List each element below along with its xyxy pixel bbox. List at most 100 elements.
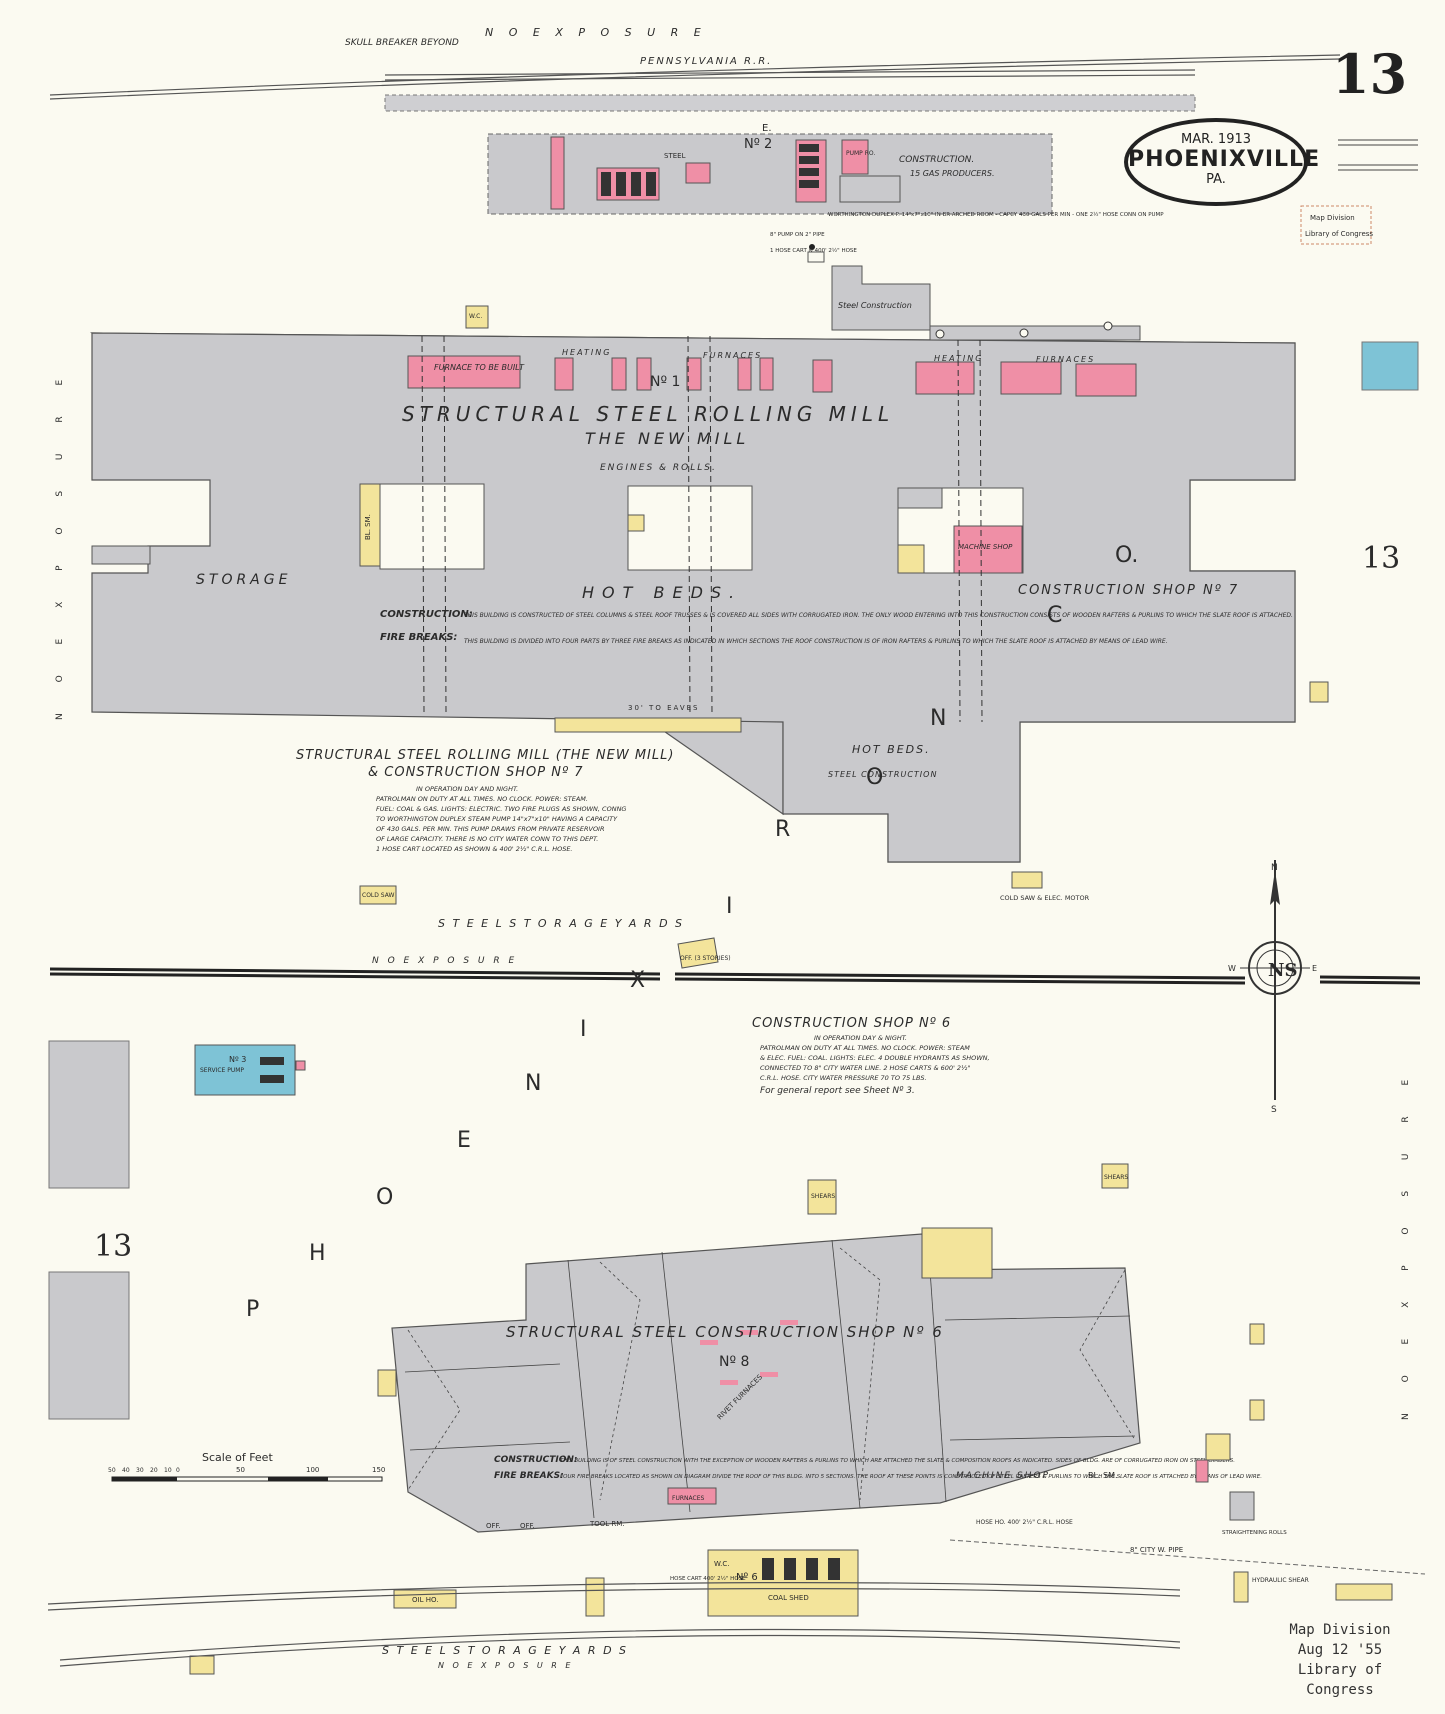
mill-body — [91, 332, 1296, 863]
no2-label: Nº 2 — [744, 137, 772, 152]
mill-annex-top — [831, 265, 931, 331]
library-stamp: Map Division Aug 12 '55 Library of Congr… — [1265, 1620, 1415, 1700]
mid-no-exposure: N O E X P O S U R E — [372, 956, 517, 966]
office-shed — [677, 937, 719, 969]
no2-pipe: 8" PUMP ON 2" PIPE — [770, 232, 825, 238]
shop6-construction-label: CONSTRUCTION: — [494, 1455, 578, 1465]
city-pipe-line — [949, 1539, 1426, 1575]
shears-shed-2 — [1101, 1163, 1129, 1189]
to-eaves-label: 30' TO EAVES — [628, 704, 700, 712]
stamp-line-1: Map Division — [1289, 1622, 1391, 1638]
shop6-roof-lines — [404, 1239, 1136, 1519]
skull-breaker-label: SKULL BREAKER BEYOND — [345, 38, 459, 48]
cold-saw-label: COLD SAW & ELEC. MOTOR — [1000, 894, 1090, 902]
scale-tick-5: 0 — [176, 1467, 180, 1474]
bottom-exposure: N O E X P O S U R E — [438, 1661, 573, 1670]
railroad-tracks-top — [49, 54, 1341, 100]
mill-report-l5: OF 430 GALS. PER MIN. THIS PUMP DRAWS FR… — [376, 825, 605, 833]
shop6-report-l1: IN OPERATION DAY & NIGHT. — [814, 1034, 907, 1042]
furnaces-label-2: FURNACES — [1036, 355, 1095, 364]
right-blue-block — [1361, 341, 1419, 391]
storage-annex — [91, 545, 151, 565]
scale-tick-2: 30 — [136, 1467, 144, 1474]
coal-shed-label: COAL SHED — [768, 1594, 809, 1602]
no2-hose-cart: 1 HOSE CART & 400' 2½" HOSE — [770, 247, 857, 254]
courtyard-3-annex — [897, 487, 943, 509]
compass-monogram: NS — [1268, 960, 1297, 981]
small-stamp-box — [1300, 205, 1372, 245]
scale-tick-4: 10 — [164, 1467, 172, 1474]
furnace-build-label: FURNACE TO BE BUILT — [434, 363, 525, 372]
yellow-strip — [554, 717, 742, 733]
sheet-number: 13 — [1332, 42, 1408, 106]
shop6-no8: Nº 8 — [719, 1354, 749, 1370]
company-letter-11: C — [1047, 603, 1062, 628]
cold-saw-motor-shed — [1011, 871, 1043, 889]
map-date: MAR. 1913 — [1180, 132, 1252, 147]
company-letter-3: E — [457, 1128, 471, 1153]
furnace-6 — [759, 357, 774, 391]
scale-tick-3: 20 — [150, 1467, 158, 1474]
company-letter-10: N — [930, 706, 946, 731]
company-letter-6: X — [630, 968, 645, 993]
shop6-construction-text: THIS BUILDING IS OF STEEL CONSTRUCTION W… — [560, 1458, 1235, 1464]
no2-gas: 15 GAS PRODUCERS. — [910, 169, 995, 178]
stamp-line-3: Library of Congress — [1297, 1662, 1383, 1698]
shop6-off-2: OFF. — [520, 1522, 535, 1530]
furnace-to-be-built — [407, 355, 521, 389]
company-letter-2: O — [376, 1185, 393, 1210]
no2-construction: CONSTRUCTION. — [899, 155, 974, 165]
track-platform — [384, 94, 1196, 112]
straightening-label: STRAIGHTENING ROLLS — [1222, 1530, 1287, 1536]
steel-construction-label-2: STEEL CONSTRUCTION — [828, 770, 937, 779]
shop6-title: STRUCTURAL STEEL CONSTRUCTION SHOP Nº 6 — [506, 1323, 944, 1341]
shop6-furnaces — [667, 1487, 717, 1505]
company-name: P H O E N I X I R O N C O. — [246, 543, 1138, 1322]
scale-bar: Scale of Feet 50 40 30 20 10 0 50 100 15… — [108, 1451, 385, 1482]
office-label: OFF. (3 STORIES) — [680, 955, 731, 962]
shop6-side-shed — [377, 1369, 397, 1397]
shop6-furnaces-label: FURNACES — [672, 1495, 704, 1502]
small-stamp-l2: Library of Congress — [1305, 230, 1373, 238]
right-sheet-number: 13 — [1362, 541, 1400, 576]
hydrant-marker — [809, 244, 815, 250]
yellow-box-right — [1309, 681, 1329, 703]
mill-report-title2: & CONSTRUCTION SHOP Nº 7 — [368, 765, 583, 780]
yellow-box-1 — [1249, 1323, 1265, 1345]
shop6-machine-shop: MACHINE SHOP — [956, 1471, 1050, 1481]
mill-no1: Nº 1 — [650, 374, 680, 390]
stamp-line-2: Aug 12 '55 — [1297, 1642, 1383, 1658]
hydraulic-shed — [1233, 1571, 1249, 1603]
shears-label: SHEARS — [811, 1193, 835, 1200]
mill-report-l6: OF LARGE CAPACITY. THERE IS NO CITY WATE… — [376, 835, 598, 843]
scale-tick-8: 150 — [372, 1466, 385, 1474]
bottom-left-shed — [189, 1655, 215, 1675]
title-cartouche: MAR. 1913 PHOENIXVILLE PA. — [1124, 118, 1319, 206]
hose-house-label: HOSE HO. 400' 2½" C.R.L. HOSE — [976, 1519, 1073, 1526]
scale-tick-0: 50 — [108, 1467, 116, 1474]
furnace-10 — [1075, 363, 1137, 397]
left-grey-block-1 — [48, 1040, 130, 1189]
coal-shed-no6: Nº 6 — [736, 1572, 758, 1583]
mill-title: STRUCTURAL STEEL ROLLING MILL — [402, 402, 894, 426]
scale-tick-7: 100 — [306, 1466, 319, 1474]
courtyard-2 — [627, 485, 753, 571]
hydraulic-label: HYDRAULIC SHEAR — [1252, 1577, 1309, 1584]
company-letter-1: H — [309, 1241, 326, 1266]
shop6-firebreak-label: FIRE BREAKS: — [494, 1471, 564, 1481]
bottom-tracks — [47, 1582, 1181, 1667]
bottom-yards: S T E E L S T O R A G E Y A R D S — [382, 1644, 628, 1657]
yellow-box-2 — [1249, 1399, 1265, 1421]
mill-stack-strip — [929, 325, 1141, 341]
fire-break-lines — [421, 335, 983, 723]
shop6-tool-rm: TOOL RM. — [589, 1520, 625, 1528]
compass-s: S — [1271, 1105, 1277, 1115]
furnace-5 — [737, 357, 752, 391]
service-pump-no3: Nº 3 — [229, 1055, 246, 1064]
company-letter-9: O — [866, 765, 883, 790]
mill-report-l2: PATROLMAN ON DUTY AT ALL TIMES. NO CLOCK… — [376, 795, 588, 803]
bl-sm-shed-2 — [1205, 1433, 1231, 1461]
shop6-report-l3: & ELEC. FUEL: COAL. LIGHTS: ELEC. 4 DOUB… — [760, 1054, 990, 1062]
mill-report-l4: TO WORTHINGTON DUPLEX STEAM PUMP 14"x7"x… — [376, 815, 618, 823]
